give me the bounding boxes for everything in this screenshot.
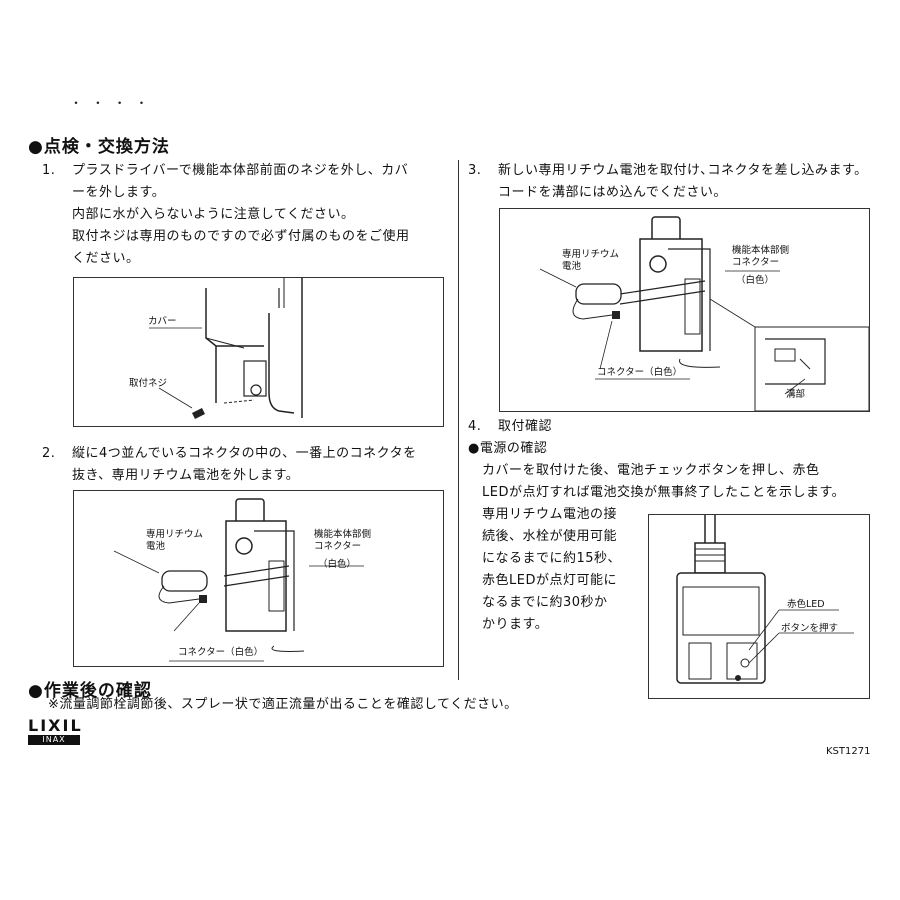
- inspection-title: ●点検・交換方法: [28, 137, 170, 157]
- power-check-illustration: [676, 515, 854, 684]
- figure-battery-removal: 専用リチウム 電池 機能本体部側 コネクター （白色） コネクター（白色）: [73, 490, 444, 667]
- step-4-p3: になるまでに約15秒、: [482, 551, 622, 566]
- step-4-p1: 専用リチウム電池の接: [482, 507, 618, 522]
- after-work-note: ※流量調節栓調節後、スプレー状で適正流量が出ることを確認してください。: [48, 697, 518, 712]
- step-2-line2: 抜き、専用リチウム電池を外します。: [72, 468, 300, 483]
- step-1: 1. プラスドライバーで機能本体部前面のネジを外し、カバ ーを外します。 内部に水…: [42, 160, 452, 270]
- step-2-number: 2.: [42, 446, 56, 461]
- step-1-line5: ください。: [72, 251, 140, 266]
- step-1-number: 1.: [42, 163, 56, 178]
- lixil-wordmark: LIXIL: [28, 716, 83, 735]
- document-code: KST1271: [826, 746, 871, 757]
- fig2-unit-label-1: 機能本体部側: [314, 529, 372, 540]
- step-3-number: 3.: [468, 163, 482, 178]
- step-2: 2. 縦に4つ並んでいるコネクタの中の、一番上のコネクタを 抜き、専用リチウム電池…: [42, 443, 452, 487]
- step-4-line1: カバーを取付けた後、電池チェックボタンを押し、赤色: [482, 463, 820, 478]
- fig2-battery-label-2: 電池: [146, 541, 166, 552]
- step-1-line1: プラスドライバーで機能本体部前面のネジを外し、カバ: [72, 163, 409, 178]
- fig4-button-label: ボタンを押す: [781, 623, 839, 634]
- figure-battery-install: 専用リチウム 電池 機能本体部側 コネクター （白色） コネクター（白色） 溝部: [499, 208, 870, 412]
- step-3: 3. 新しい専用リチウム電池を取付け､コネクタを差し込みます。 コードを溝部にはめ…: [468, 160, 888, 204]
- battery-unit-illustration: [113, 498, 364, 662]
- fig2-unit-label-2: コネクター: [314, 541, 362, 552]
- step-3-line2: コードを溝部にはめ込んでください。: [498, 185, 727, 200]
- fig2-white-label: （白色）: [318, 559, 357, 570]
- fig3-white-label: （白色）: [736, 275, 775, 286]
- fig4-led-label: 赤色LED: [787, 599, 825, 610]
- fig3-battery-label-1: 専用リチウム: [562, 249, 620, 260]
- after-work-title: ●作業後の確認: [28, 681, 152, 701]
- step-4-subtitle: ●電源の確認: [468, 441, 548, 456]
- step-4-p5: なるまでに約30秒か: [482, 595, 608, 610]
- lixil-logo: LIXIL INAX: [28, 717, 86, 745]
- fig1-cover-label: カバー: [148, 316, 177, 327]
- step-1-line4: 取付ネジは専用のものですので必ず付属のものをご使用: [72, 229, 410, 244]
- fig3-unit-label-2: コネクター: [732, 257, 780, 268]
- inax-wordmark: INAX: [28, 735, 80, 745]
- step-4: 4.取付確認 ●電源の確認 カバーを取付けた後、電池チェックボタンを押し、赤色 …: [468, 416, 888, 504]
- step-4-p2: 続後、水栓が使用可能: [482, 529, 618, 544]
- step-1-line2: ーを外します。: [72, 185, 166, 200]
- fig2-battery-label-1: 専用リチウム: [146, 529, 204, 540]
- step-4-p6: かります。: [482, 617, 549, 632]
- fig3-unit-label-1: 機能本体部側: [732, 245, 790, 256]
- step-4-line2: LEDが点灯すれば電池交換が無事終了したことを示します。: [482, 485, 846, 500]
- step-4-title: 取付確認: [498, 419, 553, 434]
- step-1-line3: 内部に水が入らないように注意してください。: [72, 207, 355, 222]
- column-divider: [458, 160, 459, 680]
- step-4-timing-text: 専用リチウム電池の接 続後、水栓が使用可能 になるまでに約15秒、 赤色LEDが…: [482, 504, 642, 636]
- figure-power-check: 赤色LED ボタンを押す: [648, 514, 870, 699]
- fig3-groove-label: 溝部: [786, 389, 806, 400]
- step-4-p4: 赤色LEDが点灯可能に: [482, 573, 617, 588]
- figure-cover-removal: カバー 取付ネジ: [73, 277, 444, 427]
- cover-illustration: [149, 278, 303, 419]
- step-3-line1: 新しい専用リチウム電池を取付け､コネクタを差し込みます。: [498, 163, 868, 178]
- fig2-connector-label: コネクター（白色）: [178, 647, 264, 658]
- fig3-connector-label: コネクター（白色）: [597, 367, 683, 378]
- step-2-line1: 縦に4つ並んでいるコネクタの中の、一番上のコネクタを: [72, 446, 417, 461]
- fig3-battery-label-2: 電池: [562, 261, 582, 272]
- step-4-number: 4.: [468, 419, 482, 434]
- fig1-screw-label: 取付ネジ: [129, 378, 168, 389]
- battery-install-illustration: [539, 216, 869, 411]
- cutoff-text-fragment: ・ ・ ・ ・: [70, 100, 151, 108]
